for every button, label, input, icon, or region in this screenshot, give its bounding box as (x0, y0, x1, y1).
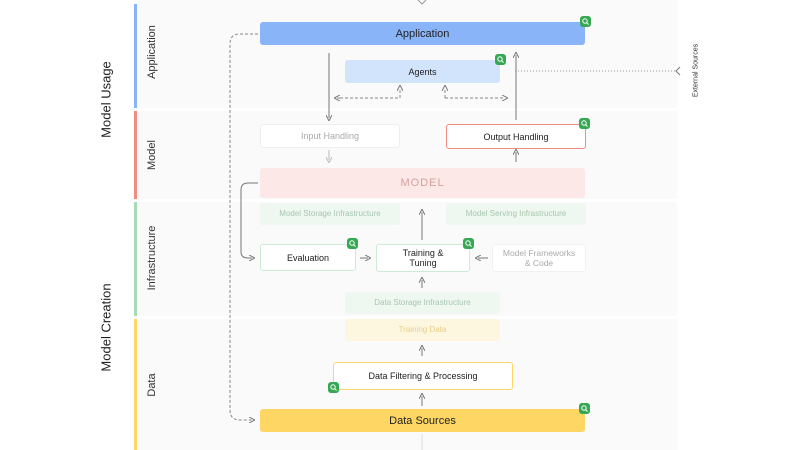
shield-search-icon (579, 118, 590, 129)
model-box-label: MODEL (400, 177, 445, 189)
shield-search-icon (495, 54, 506, 65)
data-sources-box[interactable]: Data Sources (260, 409, 585, 432)
agents-box-label: Agents (408, 66, 437, 77)
model-band (134, 111, 137, 199)
model-serving-box[interactable]: Model Serving Infrastructure (446, 203, 586, 225)
model-frameworks-label: Model Frameworks & Code (502, 248, 576, 268)
model-storage-box[interactable]: Model Storage Infrastructure (260, 203, 400, 225)
application-box[interactable]: Application (260, 22, 585, 45)
training-data-box[interactable]: Training Data (345, 319, 500, 341)
application-band (134, 4, 137, 108)
evaluation-label: Evaluation (286, 252, 330, 263)
data-storage-label: Data Storage Infrastructure (374, 298, 471, 307)
agents-box[interactable]: Agents (345, 60, 500, 83)
shield-search-icon (463, 238, 474, 249)
input-handling-label: Input Handling (300, 131, 360, 141)
external-sources-label: External Sources (692, 43, 700, 98)
data-filtering-box[interactable]: Data Filtering & Processing (333, 362, 513, 390)
input-handling-box[interactable]: Input Handling (260, 124, 400, 148)
evaluation-box[interactable]: Evaluation (260, 244, 356, 271)
output-handling-label: Output Handling (483, 131, 549, 142)
data-filtering-label: Data Filtering & Processing (368, 371, 478, 381)
model-serving-label: Model Serving Infrastructure (465, 209, 567, 218)
shield-search-icon (580, 16, 591, 27)
data-storage-box[interactable]: Data Storage Infrastructure (345, 292, 500, 314)
data-sources-label: Data Sources (389, 414, 456, 427)
application-box-label: Application (395, 27, 450, 40)
training-tuning-box[interactable]: Training & Tuning (376, 244, 470, 272)
shield-search-icon (347, 238, 358, 249)
model-storage-label: Model Storage Infrastructure (279, 209, 381, 218)
shield-search-icon (328, 382, 339, 393)
data-band (134, 319, 137, 450)
training-tuning-label: Training & Tuning (402, 248, 444, 268)
output-handling-box[interactable]: Output Handling (446, 124, 586, 149)
model-frameworks-box[interactable]: Model Frameworks & Code (492, 244, 586, 272)
training-data-label: Training Data (398, 325, 447, 334)
shield-search-icon (579, 403, 590, 414)
infrastructure-band (134, 202, 137, 316)
model-box[interactable]: MODEL (260, 168, 585, 198)
